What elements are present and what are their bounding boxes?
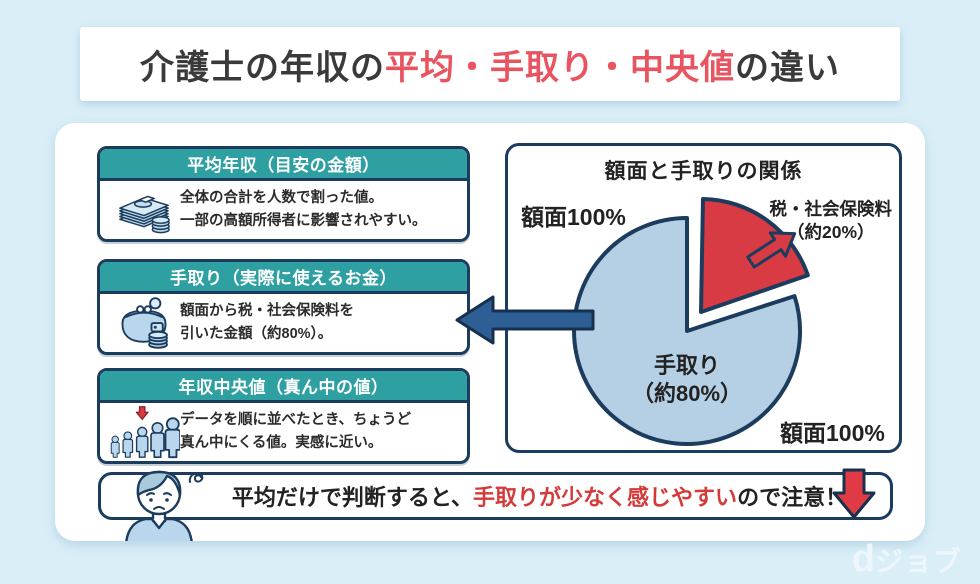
title-prefix: 介護士の年収の — [140, 48, 385, 87]
label-gross-bottom: 額面100% — [780, 420, 885, 446]
info-box-takehome: 手取り（実際に使えるお金） — [97, 259, 470, 355]
caution-highlight: 手取りが少なく感じやすい — [473, 485, 738, 510]
info-box-average: 平均年収（目安の金額） — [97, 146, 470, 242]
title-highlight: 平均・手取り・中央値 — [385, 48, 735, 87]
scribble-icon — [188, 472, 204, 483]
people-row-icon — [108, 403, 180, 461]
info-box-median-header: 年収中央値（真ん中の値） — [100, 371, 467, 403]
caution-text: 平均だけで判断すると、手取りが少なく感じやすいので注意！ — [231, 485, 848, 510]
info-box-takehome-header: 手取り（実際に使えるお金） — [100, 262, 467, 294]
pie-panel-title: 額面と手取りの関係 — [604, 160, 803, 183]
down-arrow-icon — [832, 468, 876, 519]
djob-logo-d: d — [851, 538, 875, 580]
label-gross-top: 額面100% — [521, 204, 626, 230]
pie-panel: 額面と手取りの関係 額面100% 税・社会保険料 （約20%） 手取り （約80… — [505, 143, 902, 453]
title-suffix: の違い — [735, 48, 840, 87]
content-card: 平均年収（目安の金額） — [55, 123, 925, 541]
median-arrow-icon — [135, 406, 149, 421]
info-box-median-body: データを順に並べたとき、ちょうど 真ん中にくる値。実感に近い。 — [180, 411, 411, 451]
tax-arrow-icon — [746, 231, 797, 269]
info-box-median: 年収中央値（真ん中の値） データを順 — [97, 368, 470, 464]
worried-person-icon — [125, 470, 204, 541]
label-tax: 税・社会保険料 （約20%） — [769, 199, 893, 242]
purse-icon — [108, 295, 180, 351]
title-banner: 介護士の年収の平均・手取り・中央値の違い — [80, 27, 900, 101]
page-title: 介護士の年収の平均・手取り・中央値の違い — [140, 40, 840, 89]
left-arrow-icon — [455, 295, 595, 345]
gross-vs-net-pie-chart — [572, 197, 810, 446]
info-box-takehome-body: 額面から税・社会保険料を 引いた金額（約80%）。 — [180, 302, 354, 342]
info-box-average-header: 平均年収（目安の金額） — [100, 149, 467, 181]
caution-note: 平均だけで判断すると、手取りが少なく感じやすいので注意！ — [98, 472, 893, 520]
djob-logo-text: ジョブ — [874, 546, 962, 577]
money-stack-icon — [108, 184, 180, 236]
info-box-average-body: 全体の合計を人数で割った値。 一部の高額所得者に影響されやすい。 — [180, 189, 427, 229]
label-takehome-center: 手取り （約80%） — [631, 353, 743, 406]
